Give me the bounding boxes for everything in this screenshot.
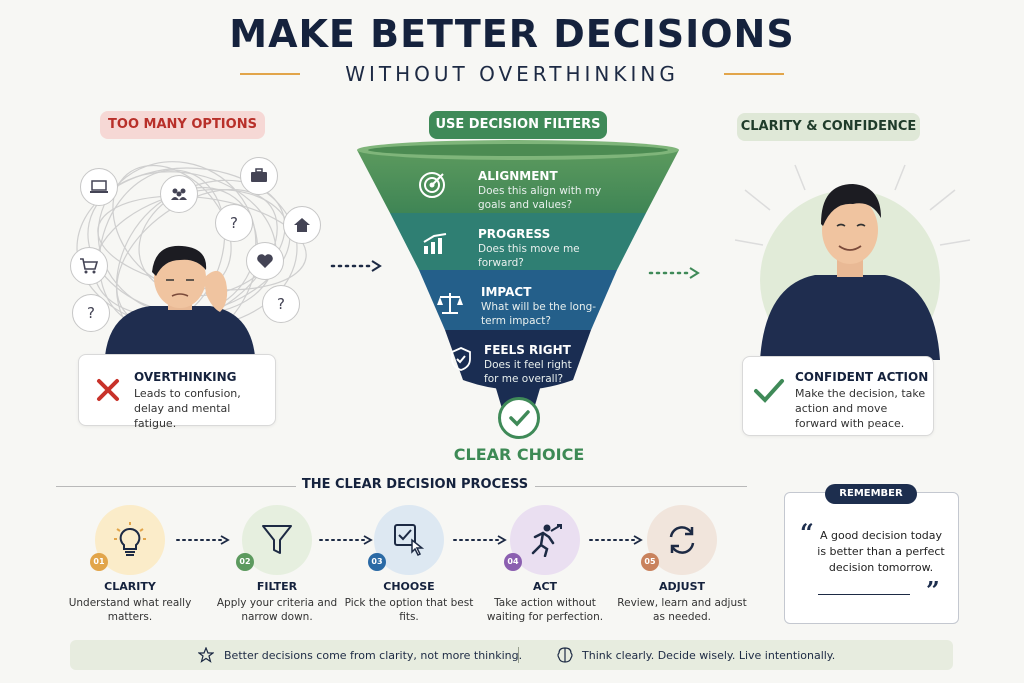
step-arrow (452, 532, 510, 551)
question-icon: ? (262, 285, 300, 323)
checkmark-icon (754, 379, 784, 403)
step-filter-desc: Apply your criteria and narrow down. (216, 597, 338, 623)
remember-quote: A good decision today is better than a p… (817, 529, 945, 574)
step-act-desc: Take action without waiting for perfecti… (486, 597, 604, 623)
stressed-person-illustration (105, 245, 255, 356)
step-adjust-label: ADJUST (658, 580, 706, 593)
runner-icon (531, 524, 562, 557)
process-divider-left (56, 486, 296, 487)
star-icon (198, 647, 214, 663)
overthinking-card: OVERTHINKING Leads to confusion, delay a… (78, 354, 276, 430)
step-choose-number: 03 (368, 553, 386, 571)
confident-action-text: Make the decision, take action and move … (795, 387, 926, 430)
step-filter-number: 02 (236, 553, 254, 571)
close-quote-icon: ” (926, 576, 940, 605)
step-clarity-label: CLARITY (104, 580, 156, 593)
too-many-options-badge: TOO MANY OPTIONS (100, 111, 265, 139)
home-icon (283, 206, 321, 244)
remember-label: REMEMBER (825, 484, 917, 504)
funnel-icon (262, 525, 292, 554)
step-clarity-desc: Understand what really matters. (68, 597, 192, 623)
filter-impact-text: What will be the long-term impact? (481, 301, 597, 327)
remember-box (784, 492, 959, 624)
step-act-number: 04 (504, 553, 522, 571)
step-choose-desc: Pick the option that best fits. (344, 597, 474, 623)
filter-progress-title: PROGRESS (478, 227, 551, 241)
step-arrow (588, 532, 646, 551)
filter-alignment-title: ALIGNMENT (478, 169, 558, 183)
target-icon (419, 172, 445, 198)
x-mark-icon (97, 379, 119, 401)
decision-filters-badge: USE DECISION FILTERS (429, 111, 607, 139)
group-icon (160, 175, 198, 213)
filter-feels-right-title: FEELS RIGHT (484, 343, 571, 357)
filter-alignment-text: Does this align with my goals and values… (478, 185, 602, 211)
arrow-to-funnel (330, 258, 385, 278)
briefcase-icon (240, 157, 278, 195)
shield-icon (451, 347, 471, 371)
step-act-label: ACT (532, 580, 558, 593)
chart-icon (423, 233, 447, 254)
page-subtitle: WITHOUT OVERTHINKING (345, 62, 679, 86)
question-icon: ? (215, 204, 253, 242)
refresh-icon (669, 526, 695, 554)
confident-action-card: CONFIDENT ACTION Make the decision, take… (742, 356, 934, 436)
process-title: THE CLEAR DECISION PROCESS (301, 477, 529, 492)
step-choose-label: CHOOSE (383, 580, 435, 593)
question-icon: ? (72, 294, 110, 332)
overthinking-text: Leads to confusion, delay and mental fat… (134, 387, 241, 430)
scale-icon (437, 293, 463, 314)
clear-choice-label: CLEAR CHOICE (453, 445, 585, 464)
step-adjust-number: 05 (641, 553, 659, 571)
brain-icon (557, 647, 573, 663)
footer-left-text: Better decisions come from clarity, not … (224, 649, 523, 662)
laptop-icon (80, 168, 118, 206)
step-filter-label: FILTER (256, 580, 298, 593)
clarity-confidence-badge: CLARITY & CONFIDENCE (737, 113, 920, 141)
heart-icon (246, 242, 284, 280)
open-quote-icon: “ (800, 518, 814, 547)
confident-action-title: CONFIDENT ACTION (795, 370, 929, 384)
footer-divider (518, 647, 519, 663)
step-adjust-desc: Review, learn and adjust as needed. (617, 597, 747, 623)
footer-banner: Better decisions come from clarity, not … (70, 640, 953, 670)
arrow-to-clarity (648, 265, 703, 285)
check-circle-icon (498, 397, 540, 439)
step-arrow (318, 532, 376, 551)
cart-icon (70, 247, 108, 285)
filter-impact-title: IMPACT (481, 285, 532, 299)
lightbulb-icon (114, 522, 146, 556)
quote-rule (818, 594, 910, 595)
footer-right-text: Think clearly. Decide wisely. Live inten… (582, 649, 836, 662)
checkbox-click-icon (394, 524, 425, 557)
confident-person-illustration (734, 164, 971, 360)
filter-progress-text: Does this move me forward? (478, 243, 580, 269)
step-arrow (175, 532, 233, 551)
subtitle-rule-right (724, 73, 784, 75)
overthinking-title: OVERTHINKING (134, 370, 237, 384)
process-divider-right (535, 486, 747, 487)
step-clarity-number: 01 (90, 553, 108, 571)
subtitle-rule-left (240, 73, 300, 75)
page-title: MAKE BETTER DECISIONS (229, 12, 795, 56)
decision-funnel (357, 140, 679, 412)
filter-feels-right-text: Does it feel right for me overall? (484, 359, 572, 385)
